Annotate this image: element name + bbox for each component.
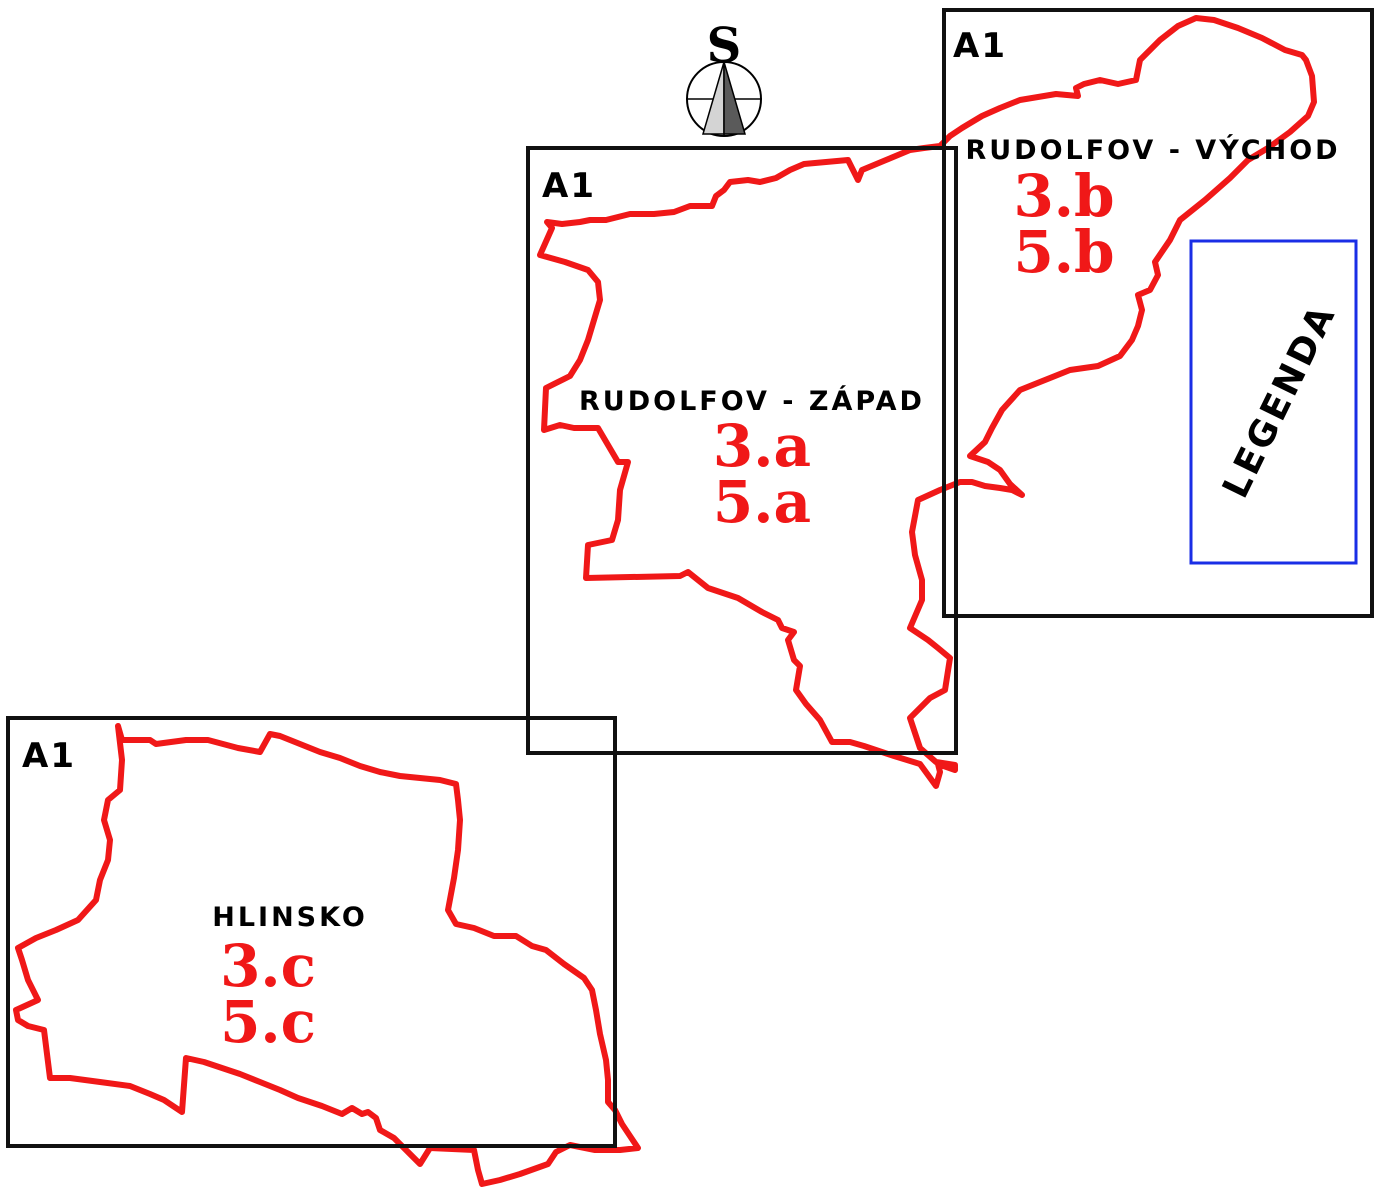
sheet-label-hlinsko: A1 xyxy=(22,736,76,776)
sheet-label-east: A1 xyxy=(953,26,1007,66)
north-arrow-icon: S xyxy=(686,18,762,137)
legend-label: LEGENDA xyxy=(1215,297,1344,504)
area-name-hlinsko: HLINSKO xyxy=(212,902,368,933)
sheet-label-west: A1 xyxy=(542,166,596,206)
boundary-hlinsko xyxy=(13,723,641,1187)
sheet-frame-rudolfov-vychod xyxy=(942,8,1374,618)
area-code-5b: 5.b xyxy=(1013,218,1114,286)
area-code-3b: 3.b xyxy=(1013,162,1114,230)
area-code-5c: 5.c xyxy=(220,988,316,1056)
area-code-5a: 5.a xyxy=(713,468,811,536)
area-code-3a: 3.a xyxy=(713,412,811,480)
sheet-frame-rudolfov-zapad xyxy=(526,146,958,755)
area-name-rudolfov-zapad: RUDOLFOV - ZÁPAD xyxy=(579,385,925,417)
sheet-frame-hlinsko xyxy=(6,716,617,1148)
legend-box xyxy=(1189,239,1358,565)
area-code-3c: 3.c xyxy=(220,932,316,1000)
area-name-rudolfov-vychod: RUDOLFOV - VÝCHOD xyxy=(965,134,1340,166)
